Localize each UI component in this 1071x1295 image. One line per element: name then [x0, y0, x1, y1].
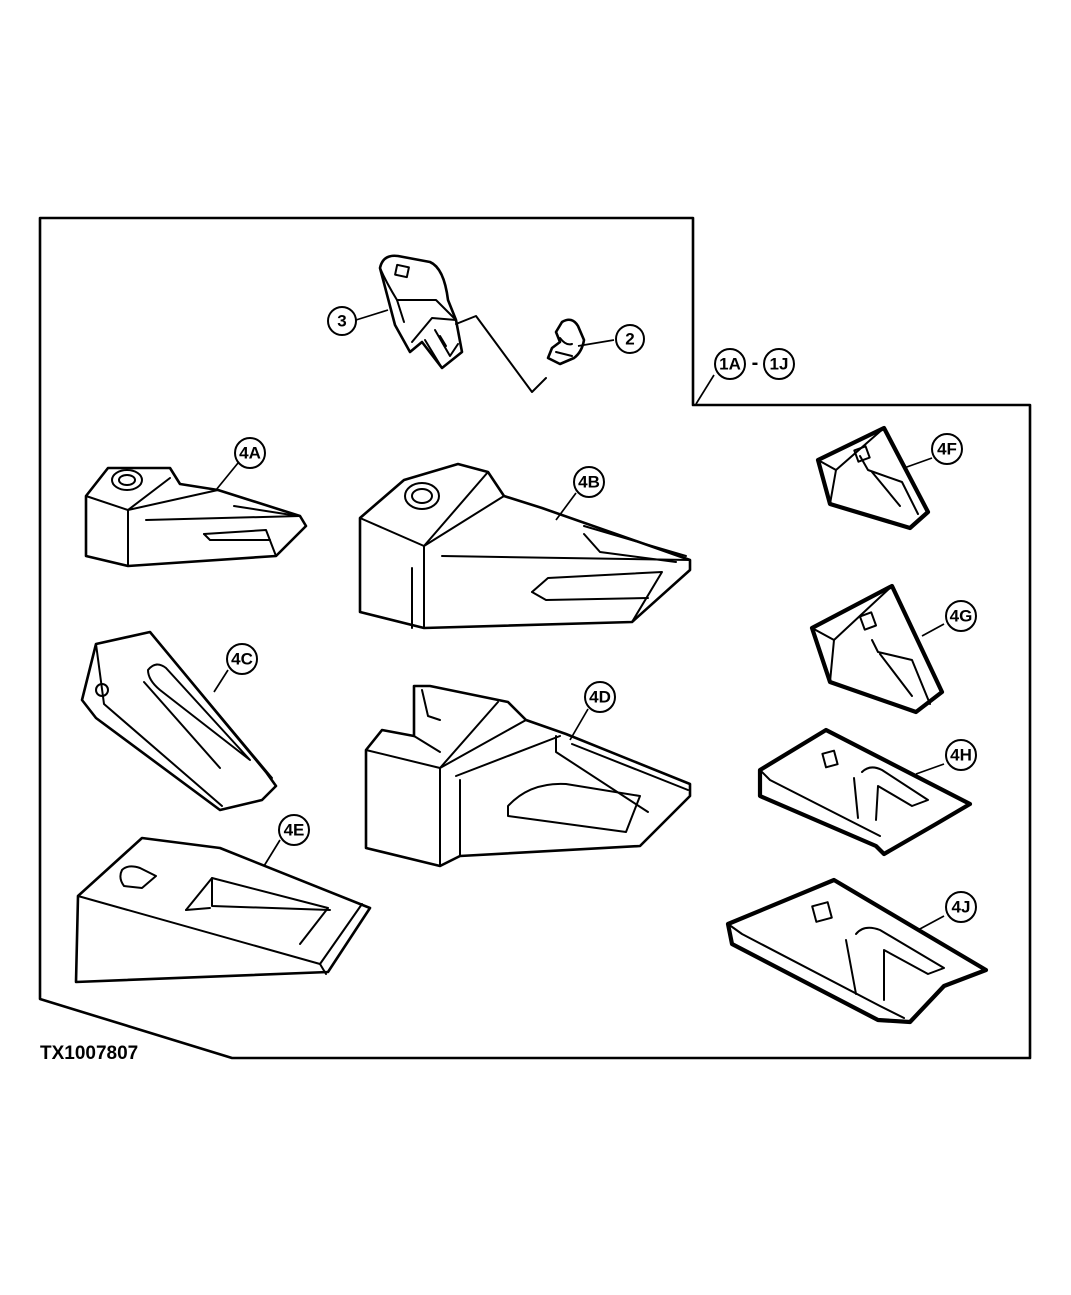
svg-text:2: 2	[625, 330, 634, 349]
part-4g-tooth	[809, 583, 945, 715]
kit-boundary-frame	[38, 216, 1032, 1060]
part-2-retainer	[546, 318, 586, 366]
callout-4a: 4A	[234, 437, 266, 469]
part-3-wire	[455, 315, 547, 393]
svg-text:4F: 4F	[937, 440, 957, 459]
svg-text:4B: 4B	[578, 473, 600, 492]
callout-4d: 4D	[584, 681, 616, 713]
callout-1j: 1J	[763, 348, 795, 380]
svg-text:4A: 4A	[239, 444, 261, 463]
part-4f-tooth	[815, 425, 931, 531]
part-4e-tooth	[74, 836, 372, 984]
svg-text:4G: 4G	[950, 607, 973, 626]
part-4j-tooth	[725, 877, 989, 1025]
callout-4c: 4C	[226, 643, 258, 675]
svg-text:4H: 4H	[950, 746, 972, 765]
part-4h-tooth	[757, 727, 973, 857]
part-4c-tooth	[80, 630, 278, 812]
callout-4g: 4G	[945, 600, 977, 632]
svg-text:4C: 4C	[231, 650, 253, 669]
svg-text:4J: 4J	[952, 898, 971, 917]
callout-4h: 4H	[945, 739, 977, 771]
figure-id-label: TX1007807	[40, 1043, 139, 1064]
svg-text:1A: 1A	[719, 355, 741, 374]
callout-4b: 4B	[573, 466, 605, 498]
callout-4f: 4F	[931, 433, 963, 465]
callout-3: 3	[327, 306, 357, 336]
svg-text:4D: 4D	[589, 688, 611, 707]
callout-leaders	[213, 309, 945, 931]
part-4b-tooth	[358, 462, 692, 630]
svg-text:3: 3	[337, 312, 346, 331]
svg-text:4E: 4E	[284, 821, 305, 840]
part-4a-tooth	[84, 466, 308, 568]
callout-4j: 4J	[945, 891, 977, 923]
callout-1a: 1A	[714, 348, 746, 380]
callout-range-separator: -	[752, 352, 759, 374]
callout-2: 2	[615, 324, 645, 354]
part-4d-tooth	[364, 684, 692, 868]
callout-4e: 4E	[278, 814, 310, 846]
part-3-adapter	[378, 254, 464, 370]
svg-text:1J: 1J	[770, 355, 789, 374]
